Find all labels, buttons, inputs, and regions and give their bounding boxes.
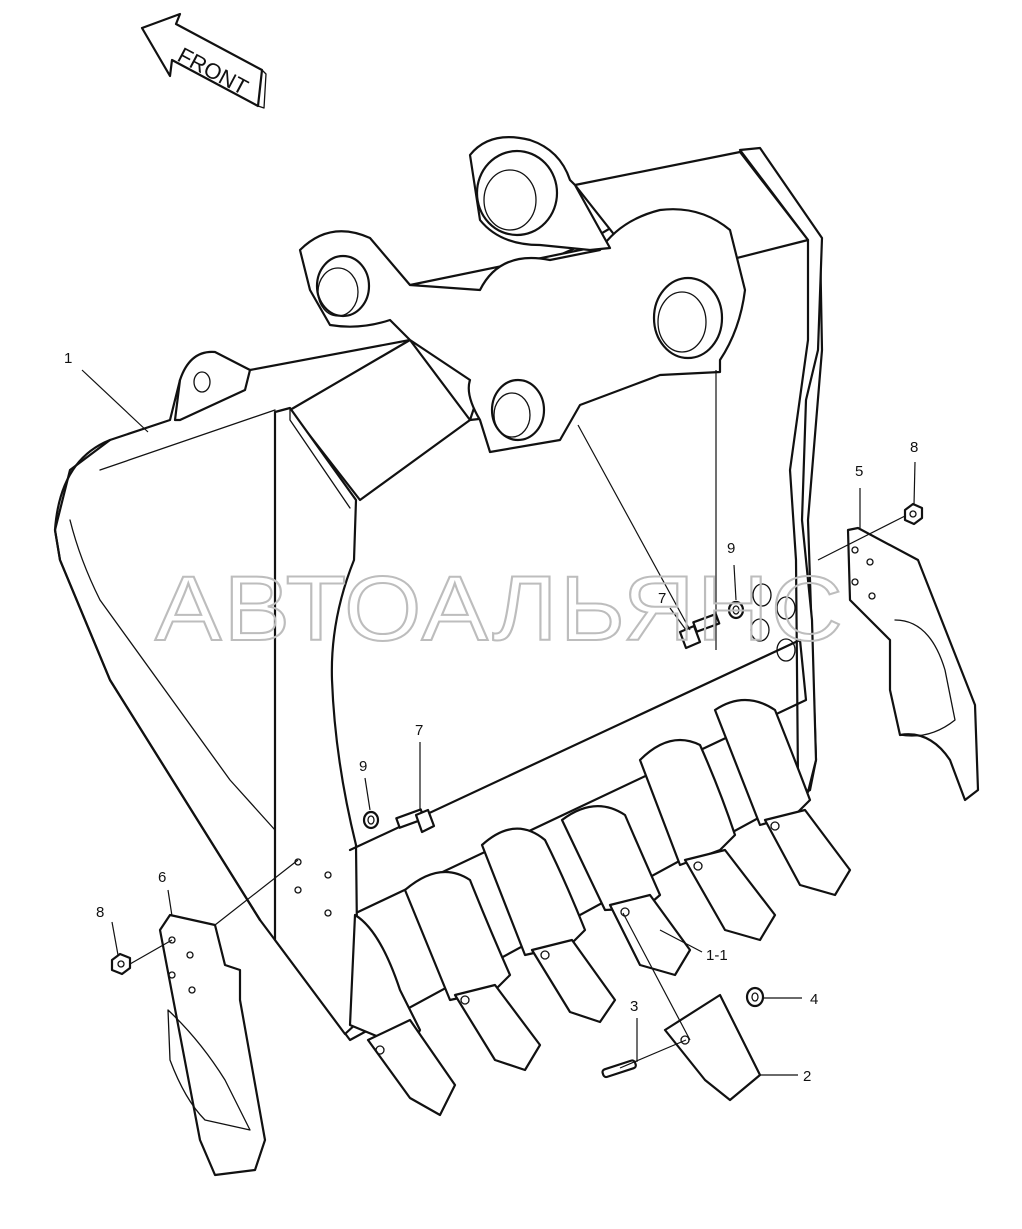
callout-6: 6 <box>158 869 166 886</box>
pin-icon <box>601 1059 637 1079</box>
side-cutter-right <box>846 526 980 802</box>
leader-lines <box>81 369 916 1076</box>
bucket-teeth <box>348 699 852 1117</box>
tooth-detail <box>663 993 762 1102</box>
washer-upper-icon <box>727 600 745 620</box>
lock-washer-icon <box>745 986 765 1008</box>
callout-1-1: 1-1 <box>706 947 728 964</box>
tooth-4 <box>560 805 692 977</box>
front-arrow: FRONT <box>140 12 267 109</box>
side-cutter-left <box>158 913 267 1177</box>
nut-left-icon <box>110 952 132 976</box>
tooth-5 <box>638 738 777 942</box>
callout-5: 5 <box>855 463 863 480</box>
watermark: АВТОАЛЬЯНС <box>155 558 845 660</box>
callout-2: 2 <box>803 1068 811 1085</box>
callout-8-left: 8 <box>96 904 104 921</box>
callout-9-upper: 9 <box>727 540 735 557</box>
bolt-upper-icon <box>678 612 721 650</box>
bucket-body <box>53 136 824 1042</box>
fasteners <box>110 502 924 1102</box>
callout-4: 4 <box>810 991 818 1008</box>
callout-8-right: 8 <box>910 439 918 456</box>
callout-9-lower: 9 <box>359 758 367 775</box>
tooth-1 <box>348 913 457 1117</box>
washer-lower-icon <box>362 810 380 830</box>
callout-3: 3 <box>630 998 638 1015</box>
tooth-2 <box>403 870 542 1072</box>
callout-labels: 1 8 5 9 7 7 9 6 8 1-1 3 4 2 <box>64 350 918 1085</box>
callout-7-lower: 7 <box>415 722 423 739</box>
bolt-lower-icon <box>395 808 436 834</box>
tooth-6 <box>713 699 852 897</box>
tooth-3 <box>480 827 617 1024</box>
callout-7-upper: 7 <box>658 590 666 607</box>
nut-right-icon <box>903 502 924 526</box>
callout-1: 1 <box>64 350 72 367</box>
